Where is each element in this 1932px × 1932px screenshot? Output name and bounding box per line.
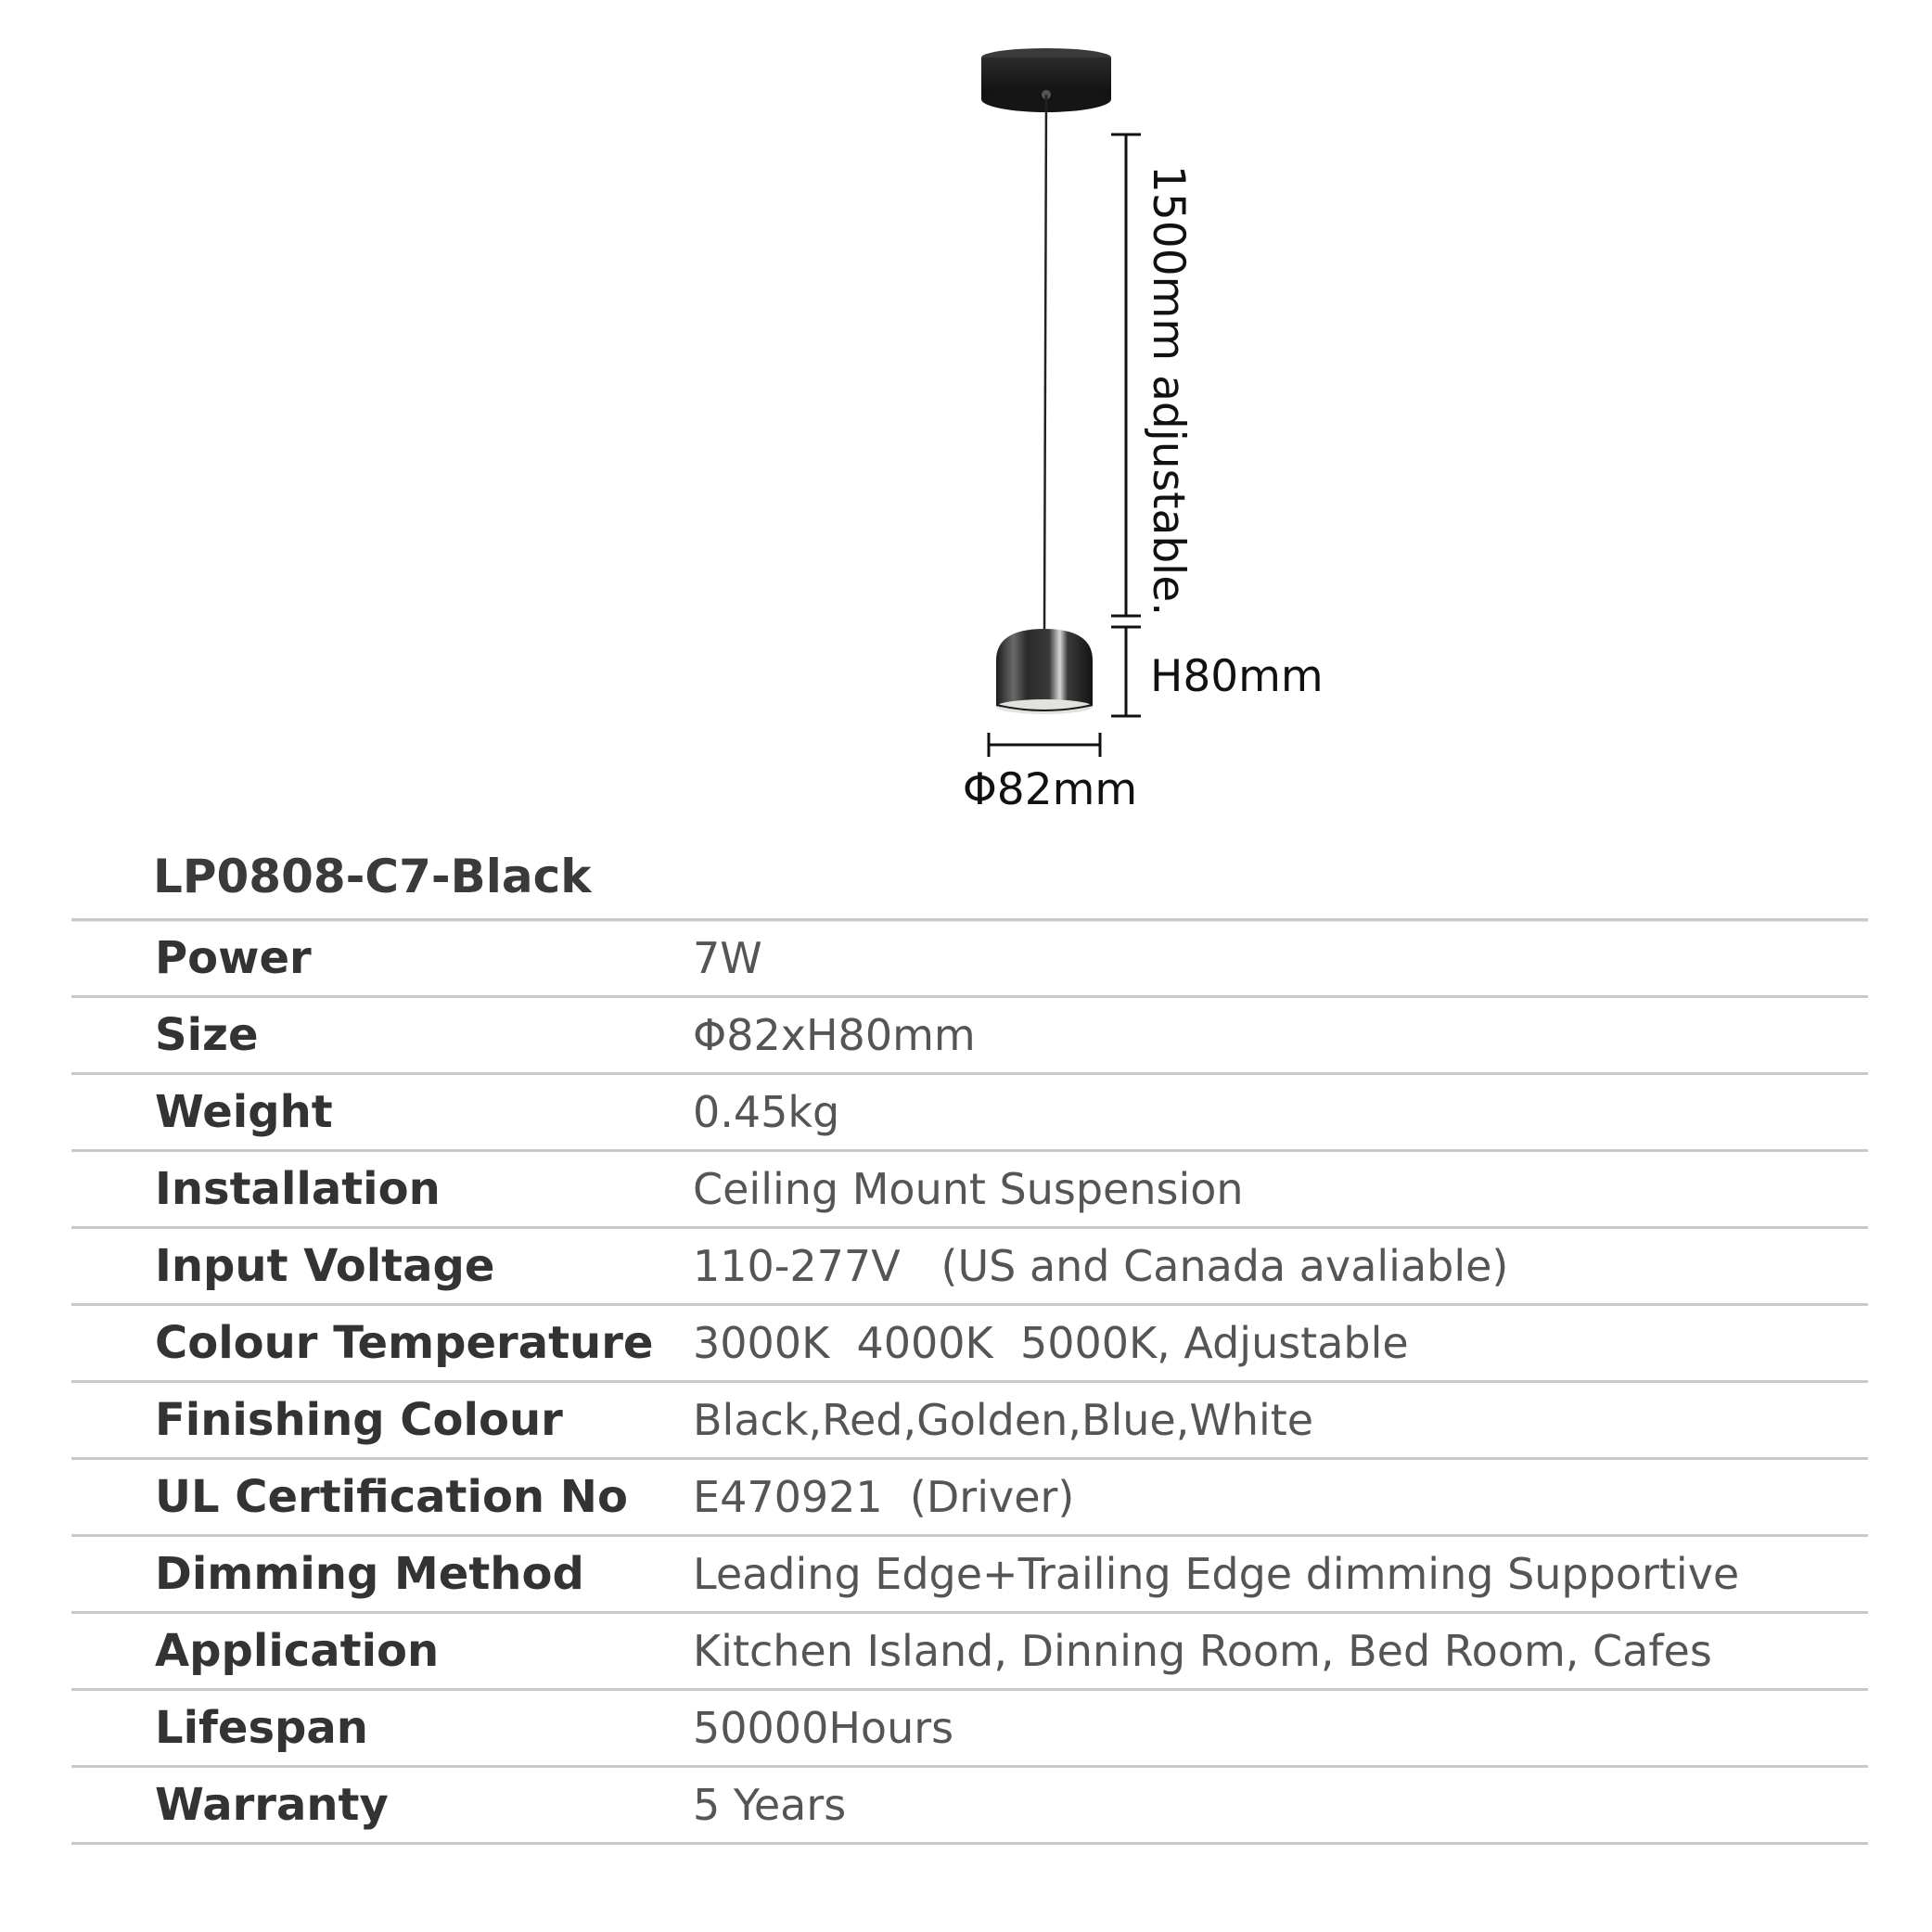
spec-label: Input Voltage: [155, 1240, 495, 1292]
cable-length-dimension: [1111, 133, 1141, 618]
suspension-cable: [1043, 94, 1048, 632]
spec-label: Installation: [155, 1163, 441, 1215]
spec-row: Lifespan 50000Hours: [71, 1691, 1868, 1768]
diameter-label: Φ82mm: [963, 764, 1137, 815]
spec-value: Black,Red,Golden,Blue,White: [693, 1395, 1314, 1445]
spec-label: Weight: [155, 1086, 333, 1138]
table-top-rule: [71, 918, 1868, 921]
model-number: LP0808-C7-Black: [153, 850, 592, 903]
spec-row: Colour Temperature 3000K 4000K 5000K, Adj…: [71, 1306, 1868, 1383]
spec-row: Installation Ceiling Mount Suspension: [71, 1152, 1868, 1229]
ceiling-canopy: [981, 48, 1111, 112]
spec-value: 5 Years: [693, 1780, 847, 1830]
spec-label: Finishing Colour: [155, 1394, 563, 1446]
spec-value: 7W: [693, 933, 762, 983]
spec-label: Power: [155, 932, 312, 984]
spec-value: 110-277V (US and Canada avaliable): [693, 1241, 1509, 1291]
spec-row: Power 7W: [71, 921, 1868, 998]
spec-value: E470921 (Driver): [693, 1472, 1075, 1522]
spec-label: Colour Temperature: [155, 1317, 654, 1369]
cable-length-label: 1500mm adjustable.: [1143, 165, 1194, 616]
spec-value: Ceiling Mount Suspension: [693, 1164, 1244, 1214]
spec-row: Warranty 5 Years: [71, 1768, 1868, 1845]
spec-label: Size: [155, 1009, 259, 1061]
diameter-dimension: [987, 733, 1102, 757]
spec-value: Kitchen Island, Dinning Room, Bed Room, …: [693, 1626, 1712, 1676]
spec-value: Φ82xH80mm: [693, 1010, 976, 1060]
height-label: H80mm: [1150, 651, 1324, 702]
spec-row: Finishing Colour Black,Red,Golden,Blue,Wh…: [71, 1383, 1868, 1460]
spec-label: UL Certification No: [155, 1471, 628, 1523]
spec-row: Size Φ82xH80mm: [71, 998, 1868, 1075]
spec-label: Lifespan: [155, 1702, 368, 1754]
spec-value: 3000K 4000K 5000K, Adjustable: [693, 1318, 1409, 1368]
spec-label: Warranty: [155, 1779, 389, 1831]
spec-value: 50000Hours: [693, 1703, 954, 1753]
product-drawing: 1500mm adjustable. H80mm Φ82mm: [963, 48, 1324, 815]
spec-label: Dimming Method: [155, 1548, 584, 1600]
spec-row: Weight 0.45kg: [71, 1075, 1868, 1152]
spec-label: Application: [155, 1625, 440, 1677]
spec-row: Application Kitchen Island, Dinning Room,…: [71, 1614, 1868, 1691]
spec-row: UL Certification No E470921 (Driver): [71, 1460, 1868, 1537]
height-dimension: [1111, 625, 1141, 718]
spec-row: Input Voltage 110-277V (US and Canada ava…: [71, 1229, 1868, 1306]
spec-value: 0.45kg: [693, 1087, 840, 1137]
spec-value: Leading Edge+Trailing Edge dimming Suppo…: [693, 1549, 1740, 1599]
spec-row: Dimming Method Leading Edge+Trailing Edge…: [71, 1537, 1868, 1614]
lamp-shade: [995, 629, 1094, 714]
